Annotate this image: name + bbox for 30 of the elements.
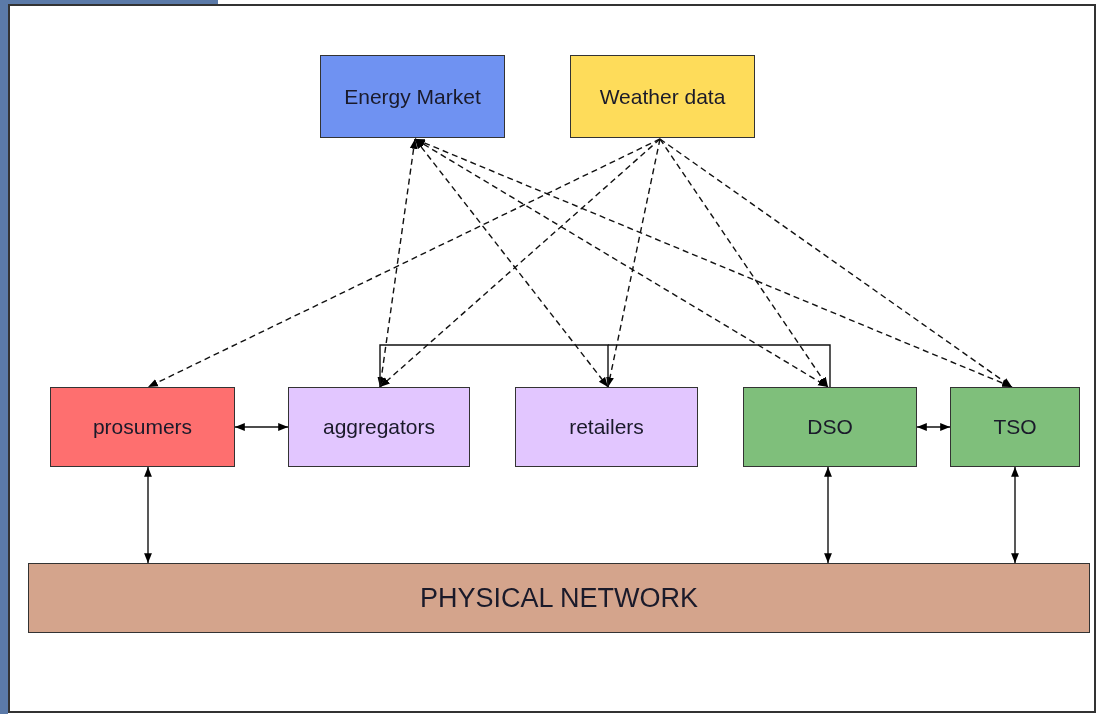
process-box xyxy=(570,55,755,138)
arrow xyxy=(234,423,289,431)
arrow xyxy=(379,138,661,388)
connector-line xyxy=(607,344,831,388)
node-label: retailers xyxy=(569,415,644,439)
arrow xyxy=(144,466,152,564)
node-label: Energy Market xyxy=(344,84,481,109)
arrow xyxy=(147,138,661,388)
node-label: aggregators xyxy=(322,415,436,439)
node-label: PHYSICAL NETWORK xyxy=(419,582,698,614)
arrow xyxy=(1011,466,1019,564)
process-box xyxy=(50,387,235,467)
arrow xyxy=(414,138,609,388)
process-box xyxy=(320,55,505,138)
process-box xyxy=(515,387,698,467)
process-box xyxy=(743,387,917,467)
arrow xyxy=(606,138,661,388)
network-bar xyxy=(28,563,1090,633)
node-label: prosumers xyxy=(92,415,193,439)
arrow xyxy=(916,423,951,431)
arrow xyxy=(659,138,829,388)
process-box xyxy=(950,387,1080,467)
node-label: TSO xyxy=(993,415,1037,439)
node-label: DSO xyxy=(807,415,853,439)
arrow xyxy=(824,466,832,564)
connector-line xyxy=(379,344,609,388)
arrow xyxy=(414,138,1013,388)
arrow xyxy=(659,138,1013,388)
node-label: Weather data xyxy=(599,84,726,109)
process-box xyxy=(288,387,470,467)
